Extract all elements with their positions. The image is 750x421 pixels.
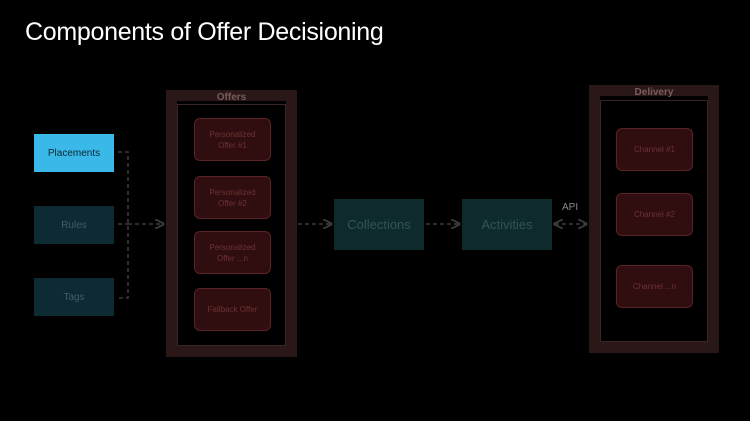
offers-frame-inner xyxy=(177,104,286,346)
placements-box[interactable]: Placements xyxy=(34,134,114,172)
page-title: Components of Offer Decisioning xyxy=(25,18,384,46)
offer-n-line2: Offer ...n xyxy=(217,253,248,263)
activities-box[interactable]: Activities xyxy=(462,199,552,250)
collections-label: Collections xyxy=(347,217,411,232)
offer-1-line1: Personalized xyxy=(209,129,256,139)
tags-label: Tags xyxy=(63,291,85,303)
fallback-offer-card[interactable]: Fallback Offer xyxy=(194,288,271,331)
offers-label: Offers xyxy=(216,92,247,103)
channel-2-label: Channel #2 xyxy=(634,210,675,219)
tags-box[interactable]: Tags xyxy=(34,278,114,316)
channel-n-label: Channel ...n xyxy=(632,282,677,291)
offer-n-line1: Personalized xyxy=(209,242,256,252)
placements-label: Placements xyxy=(47,147,101,159)
channel-card-2[interactable]: Channel #2 xyxy=(616,193,693,236)
api-label: API xyxy=(562,202,579,213)
channel-card-n[interactable]: Channel ...n xyxy=(616,265,693,308)
offer-1-line2: Offer #1 xyxy=(218,140,247,150)
delivery-frame xyxy=(589,85,719,353)
delivery-label: Delivery xyxy=(634,87,674,98)
collections-box[interactable]: Collections xyxy=(334,199,424,250)
offer-2-line2: Offer #2 xyxy=(218,198,247,208)
channel-card-1[interactable]: Channel #1 xyxy=(616,128,693,171)
offer-2-line1: Personalized xyxy=(209,187,256,197)
rules-label: Rules xyxy=(61,219,87,231)
bracket-from-placements xyxy=(118,151,129,299)
delivery-frame-inner xyxy=(600,100,708,342)
fallback-offer-line1: Fallback Offer xyxy=(207,305,258,314)
channel-1-label: Channel #1 xyxy=(634,145,675,154)
offers-frame xyxy=(166,90,297,357)
activities-label: Activities xyxy=(481,217,533,232)
rules-box[interactable]: Rules xyxy=(34,206,114,244)
